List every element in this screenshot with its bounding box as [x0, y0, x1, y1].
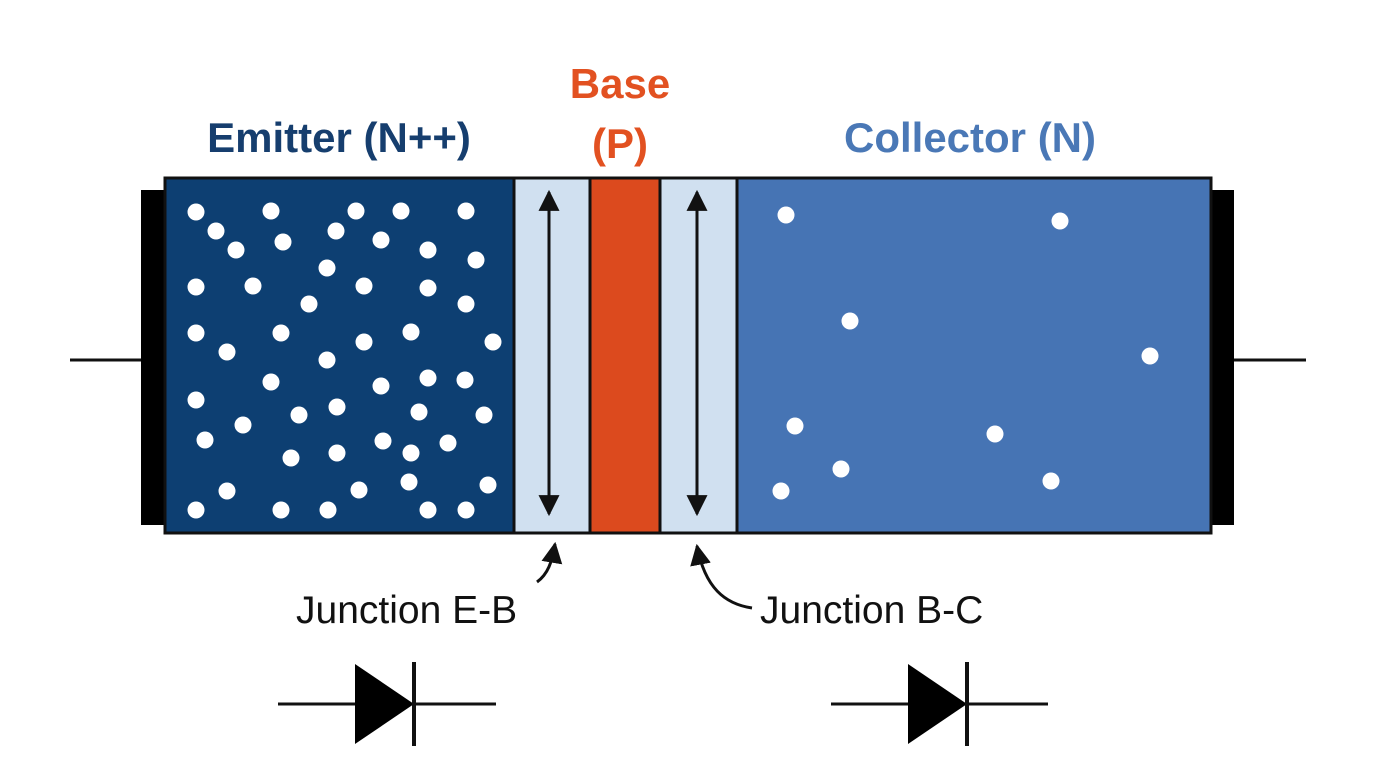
electron-dot: [274, 233, 292, 251]
depletion-region-eb: [514, 178, 590, 533]
collector-label: Collector (N): [844, 114, 1096, 161]
electron-dot: [350, 481, 368, 499]
electron-dot: [1042, 472, 1060, 490]
electron-dot: [227, 241, 245, 259]
device-outline: [163, 176, 1213, 535]
electron-dot: [347, 202, 365, 220]
electron-dot: [410, 403, 428, 421]
electron-dot: [402, 444, 420, 462]
electron-dot: [262, 373, 280, 391]
electron-dot: [456, 371, 474, 389]
electron-dot: [218, 343, 236, 361]
diode-symbol-bc: [831, 662, 1048, 746]
electron-dot: [207, 222, 225, 240]
electron-dot: [262, 202, 280, 220]
junction-eb-label: Junction E-B: [296, 589, 517, 632]
diode-symbol-eb: [278, 662, 496, 746]
electron-dot: [272, 501, 290, 519]
base-region: [590, 178, 660, 533]
electron-dot: [318, 259, 336, 277]
electron-dot: [1051, 212, 1069, 230]
base-label-line1: Base: [570, 60, 670, 107]
electron-dot: [479, 476, 497, 494]
emitter-carriers: [187, 202, 502, 519]
electron-dot: [187, 324, 205, 342]
electron-dot: [187, 203, 205, 221]
electron-dot: [419, 241, 437, 259]
electron-dot: [786, 417, 804, 435]
electron-dot: [355, 333, 373, 351]
electron-dot: [439, 434, 457, 452]
base-label-line2: (P): [592, 120, 648, 167]
electron-dot: [419, 501, 437, 519]
electron-dot: [374, 432, 392, 450]
electron-dot: [372, 377, 390, 395]
electron-dot: [300, 295, 318, 313]
junction-eb-pointer: [536, 541, 563, 584]
electron-dot: [484, 333, 502, 351]
electron-dot: [327, 222, 345, 240]
region-dividers: [512, 178, 739, 533]
electron-dot: [402, 323, 420, 341]
electron-dot: [457, 202, 475, 220]
electron-dot: [196, 431, 214, 449]
electron-dot: [400, 473, 418, 491]
collector-region: [737, 178, 1211, 533]
electron-dot: [319, 501, 337, 519]
electron-dot: [328, 398, 346, 416]
electron-dot: [290, 406, 308, 424]
electron-dot: [457, 501, 475, 519]
electron-dot: [328, 444, 346, 462]
electron-dot: [457, 295, 475, 313]
electron-dot: [475, 406, 493, 424]
electron-dot: [1141, 347, 1159, 365]
electron-dot: [234, 416, 252, 434]
electron-dot: [419, 369, 437, 387]
electron-dot: [187, 501, 205, 519]
electron-dot: [841, 312, 859, 330]
electron-dot: [772, 482, 790, 500]
electron-dot: [467, 251, 485, 269]
electron-dot: [282, 449, 300, 467]
emitter-label: Emitter (N++): [207, 114, 471, 161]
electron-dot: [318, 351, 336, 369]
junction-bc-pointer: [690, 543, 753, 610]
electron-dot: [218, 482, 236, 500]
electron-dot: [777, 206, 795, 224]
electron-dot: [355, 277, 373, 295]
junction-bc-label: Junction B-C: [760, 589, 983, 632]
electron-dot: [419, 279, 437, 297]
electron-dot: [187, 278, 205, 296]
electron-dot: [986, 425, 1004, 443]
electron-dot: [372, 231, 390, 249]
collector-carriers: [772, 206, 1159, 500]
electron-dot: [272, 324, 290, 342]
electron-dot: [392, 202, 410, 220]
electron-dot: [187, 391, 205, 409]
electron-dot: [244, 277, 262, 295]
electron-dot: [832, 460, 850, 478]
